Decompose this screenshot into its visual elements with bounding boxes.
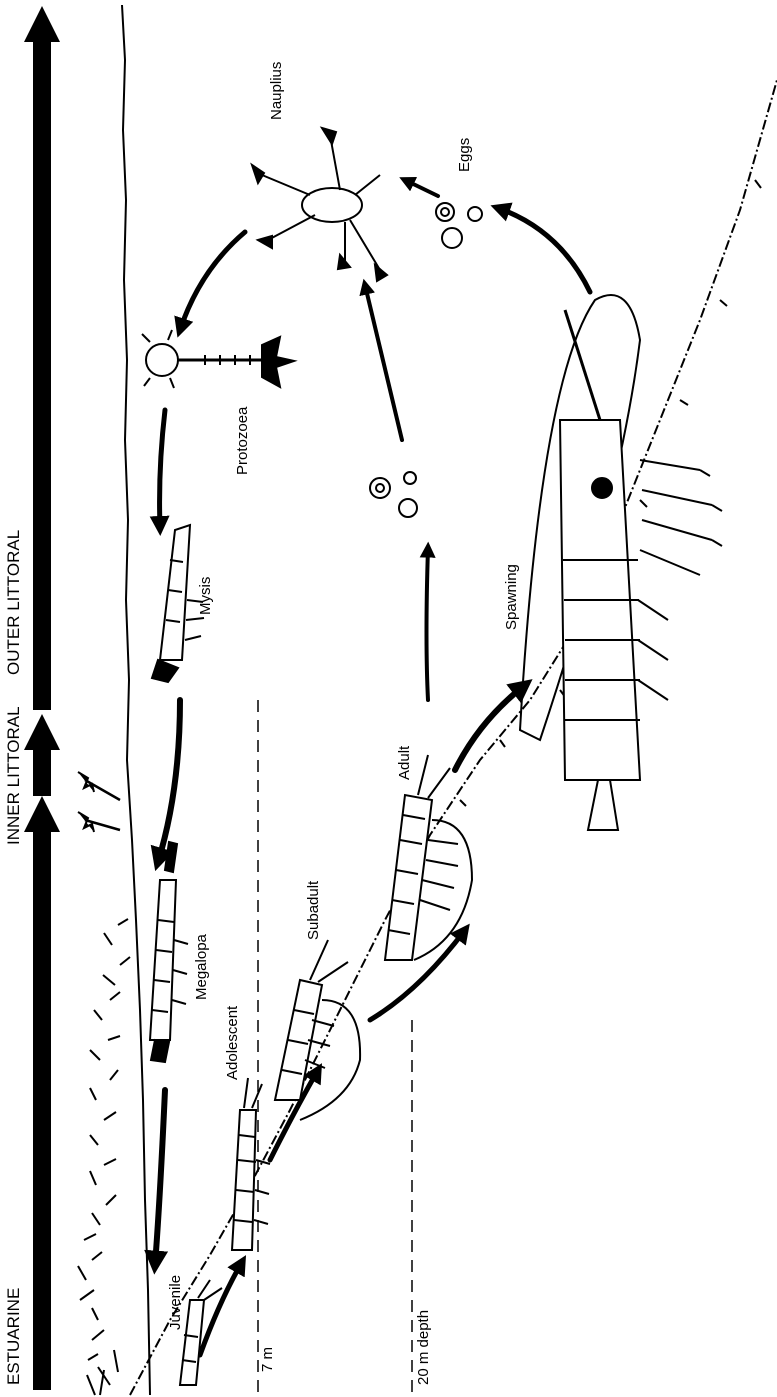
adult-shrimp bbox=[385, 755, 472, 960]
arrow-megalopa-to-juvenile bbox=[155, 1090, 165, 1265]
arrow-adult-to-spawning bbox=[455, 685, 525, 770]
subadult-shrimp bbox=[275, 940, 360, 1120]
zone-arrow-outer-littoral bbox=[33, 40, 51, 710]
nauplius-larva bbox=[252, 128, 387, 281]
arrow-subadult-to-adult bbox=[370, 930, 465, 1020]
stage-label-subadult: Subadult bbox=[305, 880, 322, 940]
zone-arrow-estuarine-head bbox=[24, 796, 60, 832]
arrow-juvenile-to-adolescent bbox=[200, 1262, 242, 1355]
arrow-spawned-eggs-to-nauplius bbox=[365, 285, 402, 440]
stage-label-mysis: Mysis bbox=[197, 577, 214, 615]
stage-label-juvenile: Juvenile bbox=[167, 1275, 184, 1330]
zone-arrow-inner-littoral bbox=[33, 748, 51, 796]
stage-label-spawning: Spawning bbox=[503, 564, 520, 630]
arrow-protozoea-to-mysis bbox=[160, 410, 165, 528]
arrow-nauplius-to-protozoea bbox=[180, 232, 245, 330]
protozoea-larva bbox=[142, 330, 294, 388]
zone-label-inner-littoral: INNER LITTORAL bbox=[4, 706, 23, 845]
adolescent-shrimp bbox=[232, 1078, 270, 1250]
zone-label-estuarine: ESTUARINE bbox=[4, 1288, 23, 1385]
water-surface-line bbox=[122, 5, 150, 1395]
stage-label-nauplius: Nauplius bbox=[268, 62, 285, 120]
spawning-female-shrimp bbox=[520, 295, 722, 830]
arrow-mysis-to-megalopa bbox=[158, 700, 180, 862]
megalopa-larva bbox=[150, 842, 188, 1062]
stage-label-megalopa: Megalopa bbox=[193, 933, 210, 1000]
eggs-cluster bbox=[436, 203, 482, 248]
stage-label-protozoea: Protozoea bbox=[234, 406, 251, 475]
arrow-spawning-to-spawned-eggs bbox=[427, 548, 429, 700]
zone-arrow-estuarine bbox=[33, 830, 51, 1390]
zone-arrow-outer-littoral-head bbox=[24, 6, 60, 42]
stage-label-adult: Adult bbox=[396, 745, 413, 780]
stage-label-adolescent: Adolescent bbox=[224, 1005, 241, 1080]
zone-arrow-inner-littoral-head bbox=[24, 714, 60, 750]
arrow-eggs-to-nauplius bbox=[405, 180, 438, 196]
estuarine-vegetation bbox=[78, 772, 130, 1395]
seafloor-slope bbox=[130, 80, 777, 1395]
arrow-spawning-to-eggs bbox=[498, 208, 590, 292]
spawned-eggs-cluster bbox=[370, 472, 417, 517]
depth-label-20m: 20 m depth bbox=[415, 1310, 432, 1385]
juvenile-shrimp bbox=[180, 1280, 222, 1385]
zone-arrows bbox=[24, 6, 60, 1390]
depth-label-7m: 7 m bbox=[259, 1347, 276, 1372]
stage-label-eggs: Eggs bbox=[456, 138, 473, 172]
zone-label-outer-littoral: OUTER LITTORAL bbox=[4, 530, 23, 675]
